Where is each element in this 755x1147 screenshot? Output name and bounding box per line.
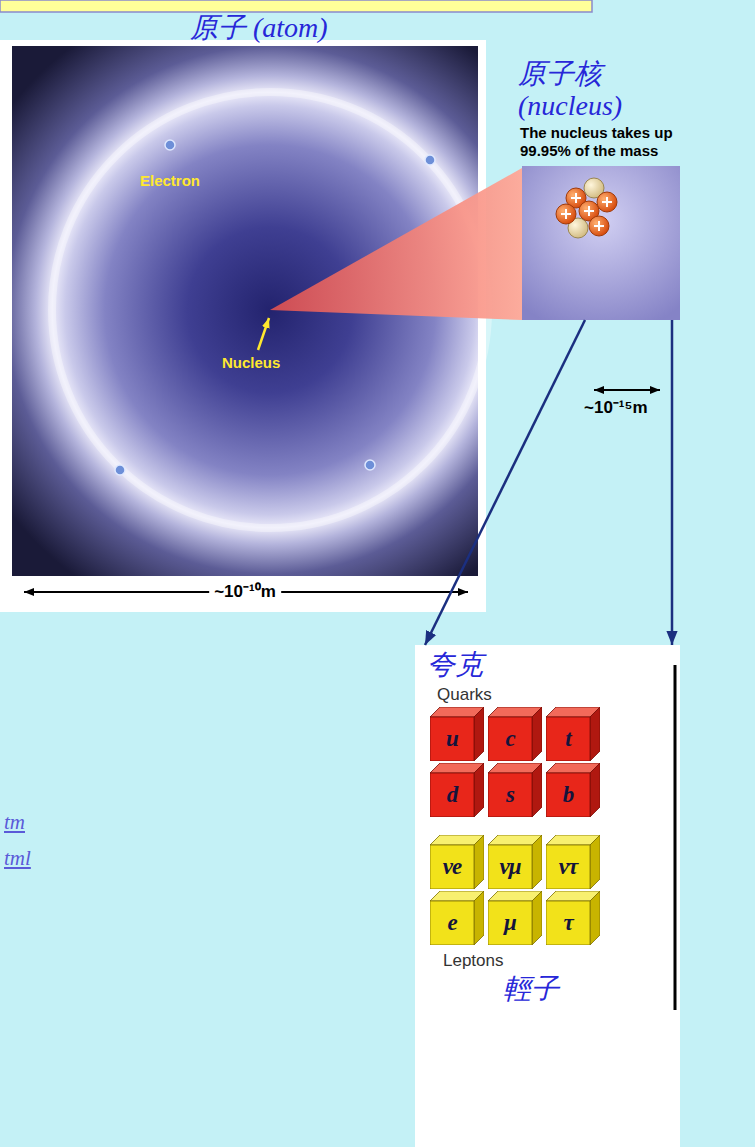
cube-shape: [488, 707, 542, 761]
cube-side: [532, 763, 542, 817]
cube-front: [430, 773, 474, 817]
cube-front: [488, 845, 532, 889]
particle-symbol: τ: [546, 901, 590, 945]
dimension-label: ~10⁻¹⁰m: [209, 582, 281, 602]
cube-shape: [488, 763, 542, 817]
quark-cube: c: [488, 707, 542, 761]
electron-dot: [115, 465, 125, 475]
particle-symbol: d: [430, 773, 474, 817]
cube-side: [590, 835, 600, 889]
zoom-arrow: [425, 320, 585, 645]
bracket-line: [674, 665, 677, 1010]
atom-heading: 原子 (atom): [190, 12, 328, 44]
particle-symbol: b: [546, 773, 590, 817]
electron-dot: [165, 140, 175, 150]
proton: [597, 192, 617, 212]
cube-front: [488, 773, 532, 817]
cube-side: [474, 891, 484, 945]
particle-symbol: c: [488, 717, 532, 761]
nucleus-cluster: [556, 178, 617, 238]
particle-symbol: νμ: [488, 845, 532, 889]
cube-shape: [430, 891, 484, 945]
cube-side: [474, 707, 484, 761]
link-fragment: tm: [4, 810, 25, 834]
electron-dot: [365, 460, 375, 470]
particle-symbol: νe: [430, 845, 474, 889]
mass-note: The nucleus takes up 99.95% of the mass: [520, 124, 720, 160]
cube-front: [546, 773, 590, 817]
lepton-cube: τ: [546, 891, 600, 945]
cube-side: [590, 891, 600, 945]
cube-front: [488, 717, 532, 761]
lepton-label: Leptons: [443, 951, 504, 971]
dimension-label: ~10⁻¹⁵m: [584, 398, 648, 418]
electron-label: Electron: [140, 172, 200, 190]
cube-front: [488, 901, 532, 945]
cube-side: [590, 707, 600, 761]
cube-front: [430, 901, 474, 945]
electron-dot: [425, 155, 435, 165]
cube-side: [590, 763, 600, 817]
nucleus-label: Nucleus: [222, 354, 280, 372]
proton: [556, 204, 576, 224]
quark-heading: 夸克: [427, 649, 483, 681]
particle-symbol: s: [488, 773, 532, 817]
quark-cube: u: [430, 707, 484, 761]
particle-symbol: u: [430, 717, 474, 761]
lepton-cube: νe: [430, 835, 484, 889]
nucleus-image: [522, 166, 680, 320]
particle-panel-ground: [415, 645, 680, 1147]
cube-side: [532, 891, 542, 945]
cube-shape: [546, 891, 600, 945]
cube-side: [532, 835, 542, 889]
zoom-wedge: [270, 168, 522, 320]
atom-panel: 原子 (atom)ElectronNucleus~10⁻¹⁰m: [0, 40, 486, 612]
particle-symbol: μ: [488, 901, 532, 945]
cube-front: [546, 717, 590, 761]
cube-front: [430, 717, 474, 761]
lepton-cube: νμ: [488, 835, 542, 889]
quark-cube: b: [546, 763, 600, 817]
particle-symbol: t: [546, 717, 590, 761]
quark-label: Quarks: [437, 685, 492, 705]
quark-cube: t: [546, 707, 600, 761]
title-band: [0, 0, 592, 12]
particle-panel: 夸克 QuarksLeptons輕子 uct dsb νeνμντ eμτ: [415, 645, 680, 1147]
cube-side: [532, 707, 542, 761]
link-fragment: tml: [4, 846, 31, 870]
lepton-cube: e: [430, 891, 484, 945]
dimension-arrow: [594, 389, 660, 391]
cube-shape: [546, 707, 600, 761]
lepton-cube: μ: [488, 891, 542, 945]
zoom-arrow: [671, 320, 674, 645]
quark-cube: d: [430, 763, 484, 817]
cube-front: [546, 901, 590, 945]
quark-cube: s: [488, 763, 542, 817]
nucleus-box: 原子核 (nucleus)The nucleus takes up 99.95%…: [522, 166, 680, 320]
cube-side: [474, 763, 484, 817]
lepton-heading: 輕子: [503, 973, 559, 1005]
particle-symbol: e: [430, 901, 474, 945]
proton: [589, 216, 609, 236]
nucleus-heading: 原子核 (nucleus): [518, 58, 678, 122]
cube-side: [474, 835, 484, 889]
cube-front: [546, 845, 590, 889]
nucleus-pointer: [258, 318, 269, 350]
lepton-cube: ντ: [546, 835, 600, 889]
particle-symbol: ντ: [546, 845, 590, 889]
cube-front: [430, 845, 474, 889]
